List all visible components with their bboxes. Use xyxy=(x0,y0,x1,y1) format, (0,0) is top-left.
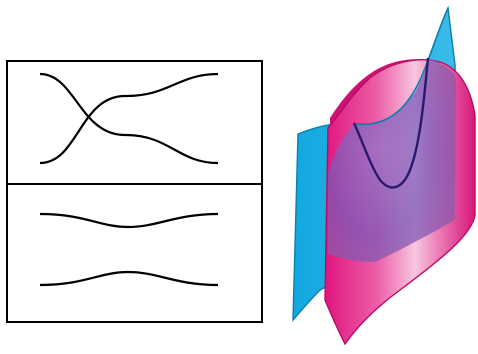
panel-frame xyxy=(6,60,263,323)
cyan-edge xyxy=(355,7,449,126)
crossing-curve-2 xyxy=(39,72,219,165)
surfaces-illustration xyxy=(292,5,476,346)
overlap-region xyxy=(328,58,456,262)
curve-panel xyxy=(6,60,263,323)
avoided-curve-upper xyxy=(39,212,219,229)
intersection-curve xyxy=(352,57,430,189)
crossing-curve-1 xyxy=(39,72,219,165)
avoided-curve-lower xyxy=(39,270,219,287)
